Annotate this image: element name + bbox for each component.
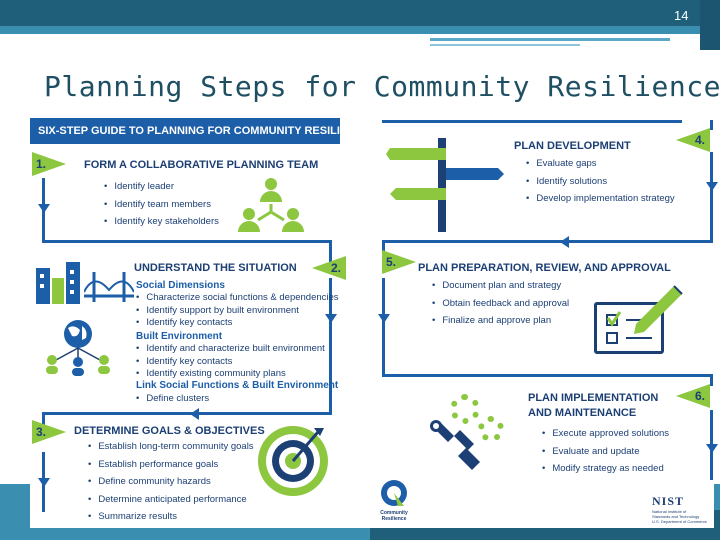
step-5-bullets: Document plan and strategy Obtain feedba… <box>432 277 569 330</box>
step-6-title-line2: AND MAINTENANCE <box>528 407 637 419</box>
flow-path <box>382 278 385 376</box>
list-item: Identify key contacts <box>136 317 339 330</box>
guide-header: SIX-STEP GUIDE TO PLANNING FOR COMMUNITY… <box>30 118 370 144</box>
list-item: Establish performance goals <box>88 456 254 474</box>
step-3-title: DETERMINE GOALS & OBJECTIVES <box>74 425 265 437</box>
slide-title: Planning Steps for Community Resilience <box>44 70 720 103</box>
flow-arrow-icon <box>190 408 199 420</box>
list-item: Identify key contacts <box>136 356 325 369</box>
flow-path <box>382 374 713 377</box>
list-item: Characterize social functions & dependen… <box>136 292 338 305</box>
step-6-bullets: Execute approved solutions Evaluate and … <box>542 425 669 478</box>
team-people-icon <box>234 178 308 236</box>
flow-arrow-icon <box>378 314 390 323</box>
flow-path <box>382 120 682 123</box>
nist-logo-line2: Standards and Technology <box>652 514 700 519</box>
list-item: Evaluate and update <box>542 443 669 461</box>
city-buildings-icon <box>36 258 82 304</box>
flow-path <box>42 412 332 415</box>
step-3-bullets: Establish long-term community goals Esta… <box>88 438 254 526</box>
link-functions-bullets: Define clusters <box>136 393 209 406</box>
slide-number: 14 <box>674 8 689 23</box>
flow-arrow-icon <box>38 204 50 213</box>
nist-logo-line3: U.S. Department of Commerce <box>652 519 707 524</box>
list-item: Determine anticipated performance <box>88 491 254 509</box>
list-item: Execute approved solutions <box>542 425 669 443</box>
flow-arrow-icon <box>560 236 569 248</box>
flow-arrow-icon <box>38 478 50 487</box>
step-6-flag: 6. <box>676 384 710 408</box>
step-6-title-line1: PLAN IMPLEMENTATION <box>528 392 659 404</box>
step-4-flag: 4. <box>676 128 710 152</box>
step-4-bullets: Evaluate gaps Identify solutions Develop… <box>526 155 675 208</box>
flow-path <box>329 278 332 414</box>
social-dimensions-heading: Social Dimensions <box>136 280 225 291</box>
list-item: Identify key stakeholders <box>104 213 219 231</box>
list-item: Develop implementation strategy <box>526 190 674 208</box>
step-5-title: PLAN PREPARATION, REVIEW, AND APPROVAL <box>418 262 671 274</box>
flow-path <box>710 152 713 240</box>
list-item: Document plan and strategy <box>432 277 569 295</box>
step-1-flag: 1. <box>32 152 66 176</box>
list-item: Obtain feedback and approval <box>432 295 569 313</box>
community-resilience-logo-line1: Community <box>380 510 408 516</box>
flow-path <box>710 374 713 386</box>
link-functions-heading: Link Social Functions & Built Environmen… <box>136 380 339 391</box>
nist-logo-line1: National Institute of <box>652 509 687 514</box>
bridge-icon <box>84 272 134 302</box>
signpost-icon <box>386 138 506 232</box>
step-2-title: UNDERSTAND THE SITUATION <box>134 262 297 274</box>
step-4-title: PLAN DEVELOPMENT <box>514 140 631 152</box>
six-step-guide-infographic: SIX-STEP GUIDE TO PLANNING FOR COMMUNITY… <box>30 118 718 528</box>
list-item: Identify and characterize built environm… <box>136 343 325 356</box>
step-1-bullets: Identify leader Identify team members Id… <box>104 178 219 231</box>
community-resilience-logo-line2: Resilience <box>381 516 407 522</box>
slide-accent-line <box>430 38 670 41</box>
flow-arrow-icon <box>706 182 718 191</box>
list-item: Define clusters <box>136 393 209 406</box>
flow-path <box>42 412 45 428</box>
list-item: Modify strategy as needed <box>542 460 669 478</box>
nist-logo: NIST <box>652 494 685 508</box>
checklist-icon <box>594 278 684 358</box>
list-item: Define community hazards <box>88 473 254 491</box>
built-environment-bullets: Identify and characterize built environm… <box>136 343 325 381</box>
built-environment-heading: Built Environment <box>136 331 223 342</box>
social-dimensions-bullets: Characterize social functions & dependen… <box>136 292 339 330</box>
target-icon <box>258 426 328 496</box>
list-item: Identify team members <box>104 196 219 214</box>
globe-network-icon <box>46 320 110 376</box>
flow-arrow-icon <box>706 444 718 453</box>
slide-accent-line <box>430 44 580 46</box>
slide-corner-block <box>700 0 720 50</box>
list-item: Finalize and approve plan <box>432 312 569 330</box>
community-resilience-logo: Community Resilience <box>374 478 414 526</box>
list-item: Establish long-term community goals <box>88 438 253 456</box>
list-item: Identify solutions <box>526 173 675 191</box>
list-item: Summarize results <box>88 508 254 526</box>
flow-path <box>329 240 332 270</box>
slide-top-bar <box>0 0 720 26</box>
list-item: Evaluate gaps <box>526 155 675 173</box>
list-item: Identify existing community plans <box>136 368 325 381</box>
list-item: Identify support by built environment <box>136 305 339 318</box>
list-item: Identify leader <box>104 178 219 196</box>
step-1-title: FORM A COLLABORATIVE PLANNING TEAM <box>84 159 319 171</box>
flow-path <box>710 120 713 130</box>
step-5-flag: 5. <box>382 250 416 274</box>
gears-wrench-icon <box>428 394 508 474</box>
step-3-flag: 3. <box>32 420 66 444</box>
slide-top-stripe <box>0 26 720 34</box>
flow-path <box>382 240 713 243</box>
flow-path <box>42 240 332 243</box>
flow-path <box>382 240 385 254</box>
